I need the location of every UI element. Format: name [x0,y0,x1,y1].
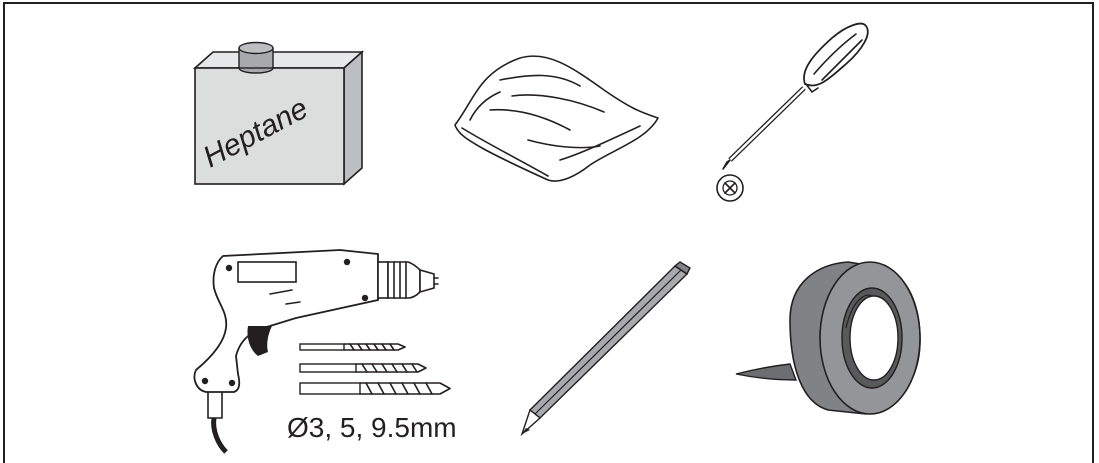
drill-bit-medium [299,363,427,373]
pencil-icon [520,261,691,437]
drill-bit-large [299,382,451,395]
drill-bit-sizes-label: Ø3, 5, 9.5mm [287,412,457,443]
tape-roll-icon [735,261,921,415]
heptane-can: Heptane [192,41,365,186]
screwdriver-icon [716,22,869,202]
drill-bits-icon [299,343,451,395]
diagram-frame [3,2,1094,463]
cloth-icon [454,55,659,182]
drill-bit-small [299,343,406,351]
drill-icon [193,249,439,454]
